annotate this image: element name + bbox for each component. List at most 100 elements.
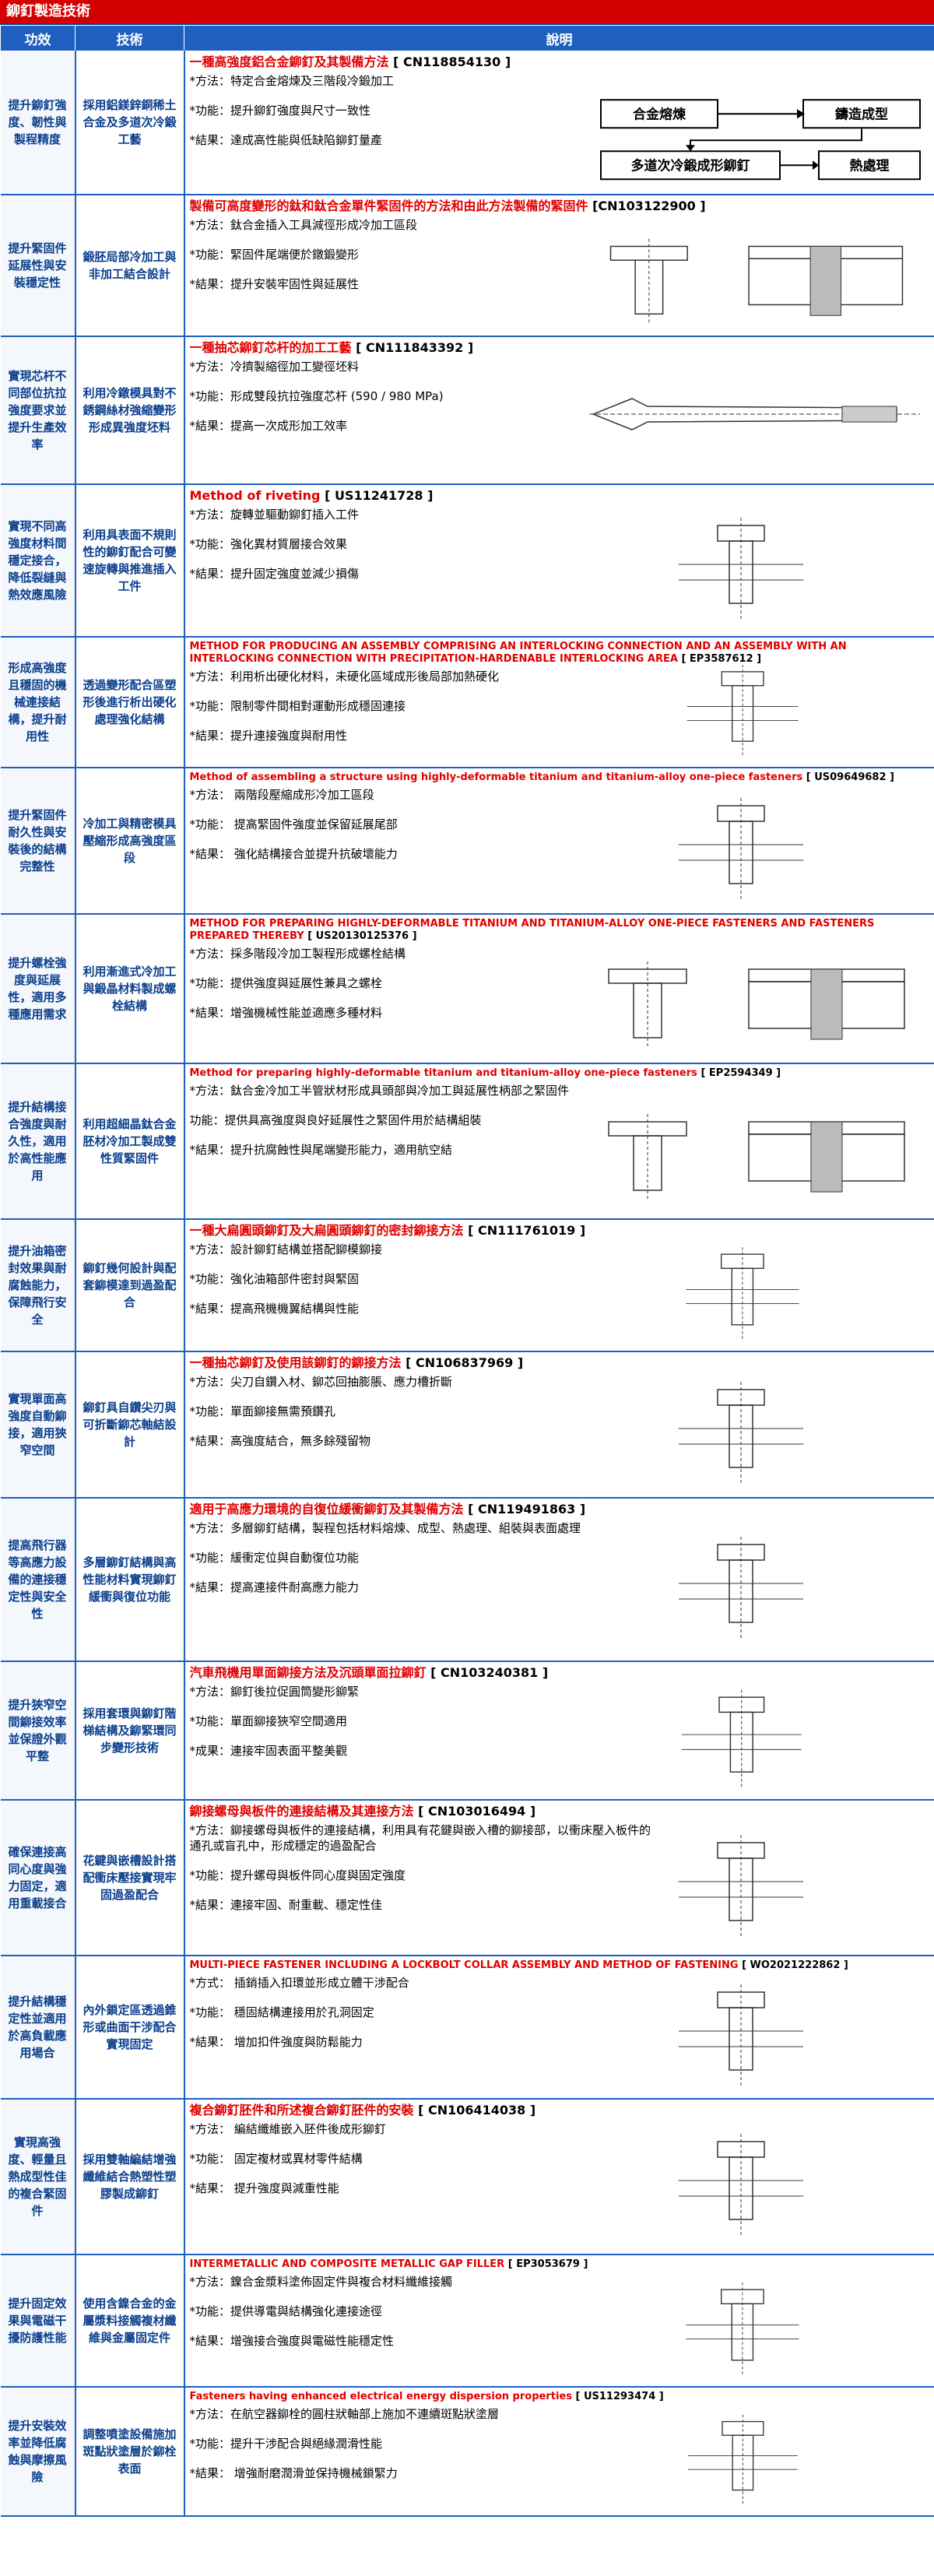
desc-cell: 鉚接螺母與板件的連接結構及其連接方法 [ CN103016494 ] *方法：鉚… <box>184 1800 934 1956</box>
patent-figure <box>585 357 928 479</box>
patent-number: [CN103122900 ] <box>592 199 706 213</box>
patent-number: [ US09649682 ] <box>806 771 894 783</box>
patent-number: [ US11241728 ] <box>325 488 433 503</box>
tech-cell: 調整噴塗設備施加斑點狀塗層於鉚栓表面 <box>75 2387 184 2516</box>
flow-label-alloy: 合金熔煉 <box>633 106 686 122</box>
patent-title: 適用于高應力環境的自復位緩衝鉚釘及其製備方法 [ CN119491863 ] <box>190 1502 929 1517</box>
effect-cell: 提升螺栓強度與延展性，適用多種應用需求 <box>1 914 75 1063</box>
patent-figure <box>585 1519 928 1656</box>
tech-cell: 鉚釘具自鑽尖刃與可折斷鉚芯軸結設計 <box>75 1351 184 1498</box>
patent-title: 一種大扁圓頭鉚釘及大扁圓頭鉚釘的密封鉚接方法 [ CN111761019 ] <box>190 1223 929 1239</box>
page-title: 鉚釘製造技術 <box>0 0 934 25</box>
effect-cell: 提升結構穩定性並適用於高負載應用場合 <box>1 1956 75 2099</box>
patent-figure <box>585 505 928 631</box>
patent-figure <box>585 1682 928 1794</box>
patent-number: [ CN106414038 ] <box>418 2103 535 2117</box>
desc-cell: 複合鉚釘胚件和所述複合鉚釘胚件的安裝 [ CN106414038 ] *方法： … <box>184 2099 934 2254</box>
effect-cell: 提升狹窄空間鉚接效率並保證外觀平整 <box>1 1661 75 1800</box>
patent-number: [ EP3053679 ] <box>508 2258 588 2270</box>
patent-number: [ CN103240381 ] <box>430 1665 548 1680</box>
tech-cell: 多層鉚釘結構與高性能材料實現鉚釘緩衝與復位功能 <box>75 1498 184 1661</box>
patent-title: 鉚接螺母與板件的連接結構及其連接方法 [ CN103016494 ] <box>190 1804 929 1819</box>
patent-figure <box>585 216 928 331</box>
effect-cell: 實現芯杆不同部位抗拉強度要求並提升生產效率 <box>1 336 75 484</box>
patent-number: [ CN111843392 ] <box>356 340 473 355</box>
patent-number: [ US20130125376 ] <box>307 930 416 942</box>
tech-cell: 利用具表面不規則性的鉚釘配合可變速旋轉與推進插入工件 <box>75 484 184 637</box>
effect-cell: 提升固定效果與電磁干擾防護性能 <box>1 2254 75 2387</box>
patent-figure <box>585 1084 928 1214</box>
patent-title-text: MULTI-PIECE FASTENER INCLUDING A LOCKBOL… <box>190 1959 739 1971</box>
patent-title: 一種高強度鋁合金鉚釘及其製備方法 [ CN118854130 ] <box>190 54 929 70</box>
effect-cell: 實現不同高強度材料間穩定接合，降低裂縫與熱效應風險 <box>1 484 75 637</box>
table-row: 確保連接高同心度與強力固定，適用重載接合 花鍵與嵌槽設計搭配衝床壓接實現牢固過盈… <box>1 1800 934 1956</box>
table-row: 提升鉚釘強度、韌性與製程精度 採用鋁鎂鋅銅稀土合金及多道次冷鍛工藝 一種高強度鋁… <box>1 51 934 195</box>
patent-title-text: 製備可高度變形的鈦和鈦合金單件緊固件的方法和由此方法製備的緊固件 <box>190 199 588 213</box>
patent-title-text: 複合鉚釘胚件和所述複合鉚釘胚件的安裝 <box>190 2103 414 2117</box>
effect-cell: 確保連接高同心度與強力固定，適用重載接合 <box>1 1800 75 1956</box>
tech-cell: 利用冷鐓模具對不銹鋼絲材強縮變形形成異強度坯料 <box>75 336 184 484</box>
desc-cell: MULTI-PIECE FASTENER INCLUDING A LOCKBOL… <box>184 1956 934 2099</box>
patent-title: Method for preparing highly-deformable t… <box>190 1067 929 1080</box>
patent-title: 複合鉚釘胚件和所述複合鉚釘胚件的安裝 [ CN106414038 ] <box>190 2103 929 2118</box>
flow-label-casting: 鑄造成型 <box>834 106 888 122</box>
tech-cell: 冷加工與精密模具壓縮形成高強度區段 <box>75 768 184 914</box>
patent-figure <box>585 658 928 762</box>
patent-title-text: Method for preparing highly-deformable t… <box>190 1067 697 1079</box>
table-row: 提升結構穩定性並適用於高負載應用場合 內外鎖定區透過錐形或曲面干涉配合實現固定 … <box>1 1956 934 2099</box>
effect-cell: 提升結構接合強度與耐久性，適用於高性能應用 <box>1 1063 75 1219</box>
desc-cell: 汽車飛機用單面鉚接方法及沉頭單面拉鉚釘 [ CN103240381 ] *方法：… <box>184 1661 934 1800</box>
patent-title: Method of riveting [ US11241728 ] <box>190 488 929 504</box>
patent-title-text: 適用于高應力環境的自復位緩衝鉚釘及其製備方法 <box>190 1502 464 1516</box>
tech-cell: 透過變形配合區塑形後進行析出硬化處理強化結構 <box>75 637 184 768</box>
flow-label-forging: 多道次冷鍛成形鉚釘 <box>630 157 750 174</box>
desc-cell: 一種大扁圓頭鉚釘及大扁圓頭鉚釘的密封鉚接方法 [ CN111761019 ] *… <box>184 1219 934 1351</box>
table-row: 提升緊固件耐久性與安裝後的結構完整性 冷加工與精密模具壓縮形成高強度區段 Met… <box>1 768 934 914</box>
patent-title-text: 一種高強度鋁合金鉚釘及其製備方法 <box>190 54 389 69</box>
patent-title: Method of assembling a structure using h… <box>190 771 929 784</box>
effect-cell: 提升油箱密封效果與耐腐蝕能力，保障飛行安全 <box>1 1219 75 1351</box>
flow-label-heat: 熱處理 <box>849 157 889 174</box>
patent-figure: 合金熔煉 鑄造成型 多道次冷鍛成形鉚釘 熱處理 <box>585 72 928 189</box>
table-row: 提升狹窄空間鉚接效率並保證外觀平整 採用套環與鉚釘階梯結構及鉚緊環同步變形技術 … <box>1 1661 934 1800</box>
patent-title-text: 一種抽芯鉚釘芯杆的加工工藝 <box>190 340 352 355</box>
tech-cell: 利用超細晶鈦合金胚材冷加工製成雙性質緊固件 <box>75 1063 184 1219</box>
tech-cell: 利用漸進式冷加工與鍛晶材料製成螺栓結構 <box>75 914 184 1063</box>
effect-cell: 實現單面高強度自動鉚接，適用狹窄空間 <box>1 1351 75 1498</box>
table-row: 實現高強度、輕量且熱成型性佳的複合緊固件 採用雙軸編結增強纖維結合熱塑性塑膠製成… <box>1 2099 934 2254</box>
header-desc: 說明 <box>184 26 934 51</box>
desc-cell: 製備可高度變形的鈦和鈦合金單件緊固件的方法和由此方法製備的緊固件 [CN1031… <box>184 195 934 336</box>
patent-title-text: Fasteners having enhanced electrical ene… <box>190 2391 572 2402</box>
table-row: 提高飛行器等高應力設備的連接穩定性與安全性 多層鉚釘結構與高性能材料實現鉚釘緩衝… <box>1 1498 934 1661</box>
patent-title: 汽車飛機用單面鉚接方法及沉頭單面拉鉚釘 [ CN103240381 ] <box>190 1665 929 1681</box>
tech-table: 功效 技術 說明 提升鉚釘強度、韌性與製程精度 採用鋁鎂鋅銅稀土合金及多道次冷鍛… <box>0 25 934 2517</box>
tech-cell: 採用鋁鎂鋅銅稀土合金及多道次冷鍛工藝 <box>75 51 184 195</box>
patent-figure <box>585 1977 928 2093</box>
desc-cell: Method for preparing highly-deformable t… <box>184 1063 934 1219</box>
desc-cell: METHOD FOR PRODUCING AN ASSEMBLY COMPRIS… <box>184 637 934 768</box>
effect-cell: 實現高強度、輕量且熱成型性佳的複合緊固件 <box>1 2099 75 2254</box>
effect-cell: 提升鉚釘強度、韌性與製程精度 <box>1 51 75 195</box>
tech-cell: 使用含鎳合金的金屬漿料接觸複材纖維與金屬固定件 <box>75 2254 184 2387</box>
table-row: 提升螺栓強度與延展性，適用多種應用需求 利用漸進式冷加工與鍛晶材料製成螺栓結構 … <box>1 914 934 1063</box>
desc-cell: Method of riveting [ US11241728 ] *方法：旋轉… <box>184 484 934 637</box>
desc-cell: Method of assembling a structure using h… <box>184 768 934 914</box>
patent-title: 製備可高度變形的鈦和鈦合金單件緊固件的方法和由此方法製備的緊固件 [CN1031… <box>190 199 929 214</box>
effect-cell: 提升緊固件延展性與安裝穩定性 <box>1 195 75 336</box>
patent-figure <box>585 1372 928 1492</box>
tech-cell: 鉚釘幾何設計與配套鉚模達到過盈配合 <box>75 1219 184 1351</box>
effect-cell: 提高飛行器等高應力設備的連接穩定性與安全性 <box>1 1498 75 1661</box>
desc-cell: INTERMETALLIC AND COMPOSITE METALLIC GAP… <box>184 2254 934 2387</box>
table-row: 提升安裝效率並降低腐蝕與摩擦風險 調整噴塗設備施加斑點狀塗層於鉚栓表面 Fast… <box>1 2387 934 2516</box>
patent-figure <box>585 2120 928 2249</box>
patent-number: [ EP2594349 ] <box>700 1067 781 1079</box>
patent-figure <box>585 2276 928 2381</box>
patent-number: [ US11293474 ] <box>575 2391 663 2402</box>
patent-number: [ CN118854130 ] <box>393 54 511 69</box>
table-row: 實現芯杆不同部位抗拉強度要求並提升生產效率 利用冷鐓模具對不銹鋼絲材強縮變形形成… <box>1 336 934 484</box>
tech-cell: 採用套環與鉚釘階梯結構及鉚緊環同步變形技術 <box>75 1661 184 1800</box>
patent-figure <box>585 1821 928 1950</box>
header-tech: 技術 <box>75 26 184 51</box>
tech-cell: 內外鎖定區透過錐形或曲面干涉配合實現固定 <box>75 1956 184 2099</box>
tech-cell: 花鍵與嵌槽設計搭配衝床壓接實現牢固過盈配合 <box>75 1800 184 1956</box>
